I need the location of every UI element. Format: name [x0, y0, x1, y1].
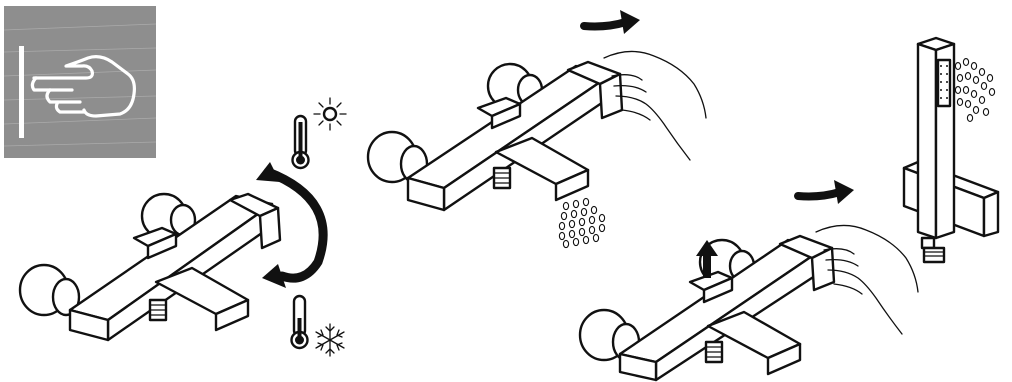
threaded-inlet: [150, 300, 166, 320]
snowflake-icon: [316, 324, 344, 356]
mixer-2: [368, 62, 622, 210]
water-spray-icon: [559, 198, 604, 247]
thermometer-hot-icon: [293, 116, 309, 168]
note-panel: [4, 6, 156, 158]
threaded-inlet: [494, 168, 510, 188]
water-spray-icon: [955, 59, 994, 122]
thermometer-cold-icon: [292, 296, 308, 348]
mixer-1: [20, 194, 280, 340]
flow-arrow-icon: [584, 10, 640, 34]
flow-arrow-icon: [798, 180, 854, 204]
wall-line: [19, 46, 24, 138]
sun-icon: [314, 98, 346, 130]
threaded-inlet: [706, 342, 722, 362]
